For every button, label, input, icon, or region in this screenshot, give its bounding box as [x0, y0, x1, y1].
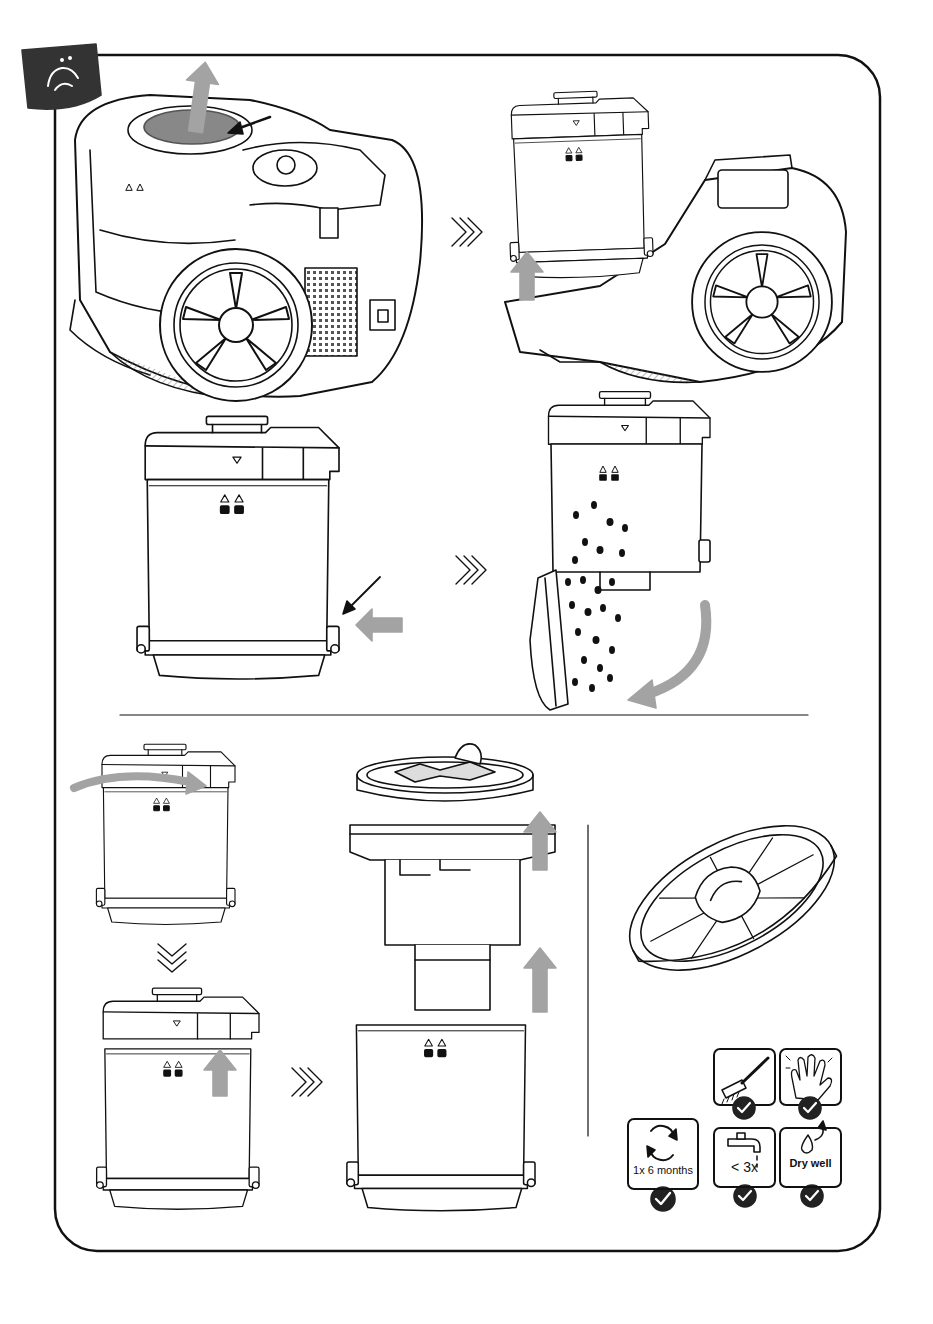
- icon-caption: 1x 6 months: [629, 1164, 697, 1176]
- icon-box: Dry well: [779, 1127, 842, 1188]
- icon-box: < 3x: [713, 1127, 776, 1188]
- icon-caption: < 3x: [715, 1160, 774, 1175]
- icon-caption: Dry well: [781, 1157, 840, 1169]
- icon-box: 1x 6 months: [627, 1118, 699, 1190]
